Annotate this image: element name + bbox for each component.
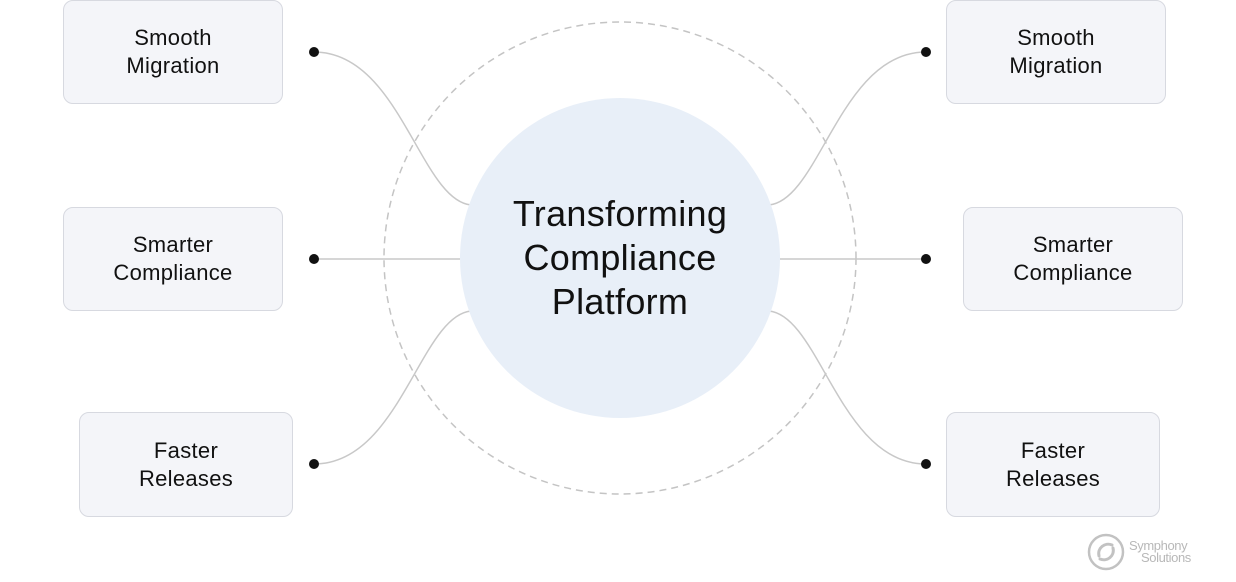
connector-left-bottom <box>313 310 472 465</box>
connector-dot-left-top <box>309 47 319 57</box>
node-label-line: Smooth <box>1017 25 1095 50</box>
node-right-top: Smooth Migration <box>946 0 1166 104</box>
node-label: Smooth Migration <box>98 24 248 80</box>
node-label: Smarter Compliance <box>998 231 1148 287</box>
logo-wordmark: Symphony Solutions <box>1129 538 1191 565</box>
center-title-line: Transforming <box>512 193 728 234</box>
connector-dot-left-bottom <box>309 459 319 469</box>
node-label: Faster Releases <box>978 437 1128 493</box>
node-label-line: Compliance <box>113 260 233 285</box>
node-left-bottom: Faster Releases <box>79 412 293 517</box>
node-label-line: Releases <box>138 465 234 491</box>
center-title-line: Platform <box>551 281 689 322</box>
symphony-swirl-icon <box>1087 533 1125 571</box>
node-left-middle: Smarter Compliance <box>63 207 283 311</box>
node-right-middle: Smarter Compliance <box>963 207 1183 311</box>
node-label-line: Migration <box>1009 53 1103 78</box>
node-label-line: Smooth <box>134 25 212 50</box>
outer-dashed-ring <box>383 21 857 495</box>
node-right-bottom: Faster Releases <box>946 412 1160 517</box>
node-label: Smarter Compliance <box>98 231 248 287</box>
node-label: Smooth Migration <box>981 24 1131 80</box>
node-label-line: Faster <box>153 437 219 463</box>
center-title: Transforming Compliance Platform <box>490 192 750 324</box>
node-label-line: Releases <box>1005 465 1101 491</box>
connector-right-top <box>768 51 927 206</box>
connector-dot-right-top <box>921 47 931 57</box>
node-label-line: Faster <box>1020 437 1086 463</box>
center-hub: Transforming Compliance Platform <box>460 98 780 418</box>
node-label-line: Smarter <box>1032 232 1114 257</box>
connector-dot-right-middle <box>921 254 931 264</box>
node-label: Faster Releases <box>111 437 261 493</box>
center-title-line: Compliance <box>523 237 717 278</box>
logo-line-1: Symphony <box>1129 538 1188 553</box>
node-left-top: Smooth Migration <box>63 0 283 104</box>
connector-right-bottom <box>768 310 927 465</box>
connector-left-top <box>313 51 472 206</box>
node-label-line: Compliance <box>1013 260 1133 285</box>
logo-line-2: Solutions <box>1141 550 1191 565</box>
connector-dot-right-bottom <box>921 459 931 469</box>
brand-logo: Symphony Solutions <box>1087 533 1191 571</box>
node-label-line: Migration <box>126 53 220 78</box>
node-label-line: Smarter <box>132 232 214 257</box>
connector-dot-left-middle <box>309 254 319 264</box>
